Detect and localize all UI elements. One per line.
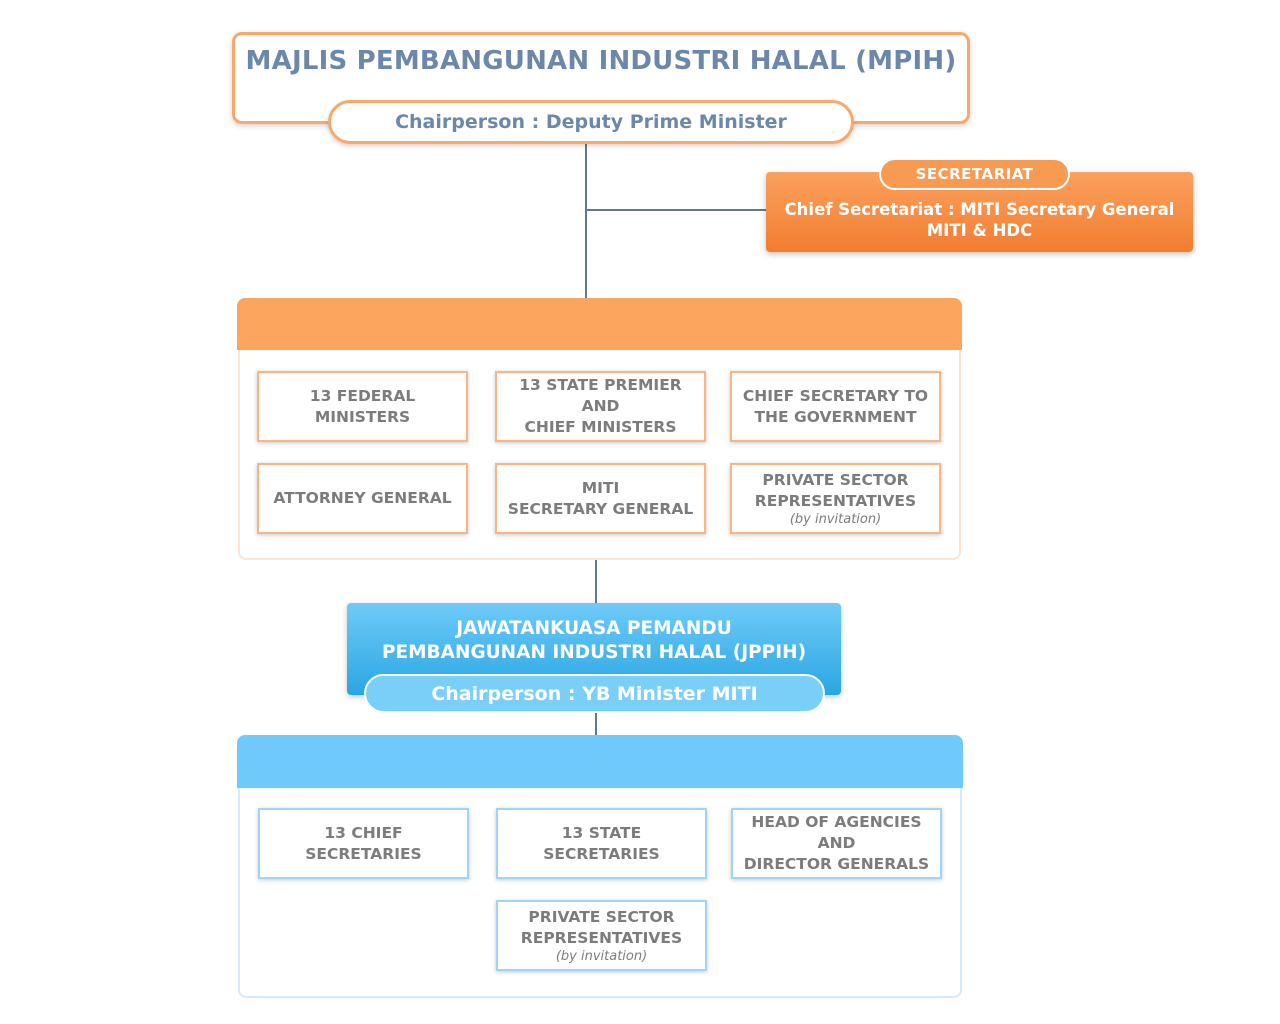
- committee-chairperson-pill: Chairperson : YB Minister MITI: [364, 674, 825, 713]
- invitation-note: (by invitation): [555, 949, 648, 964]
- invitation-note: (by invitation): [789, 512, 882, 527]
- council-member-card: MITI SECRETARY GENERAL: [495, 463, 706, 534]
- council-member-card: PRIVATE SECTOR REPRESENTATIVES (by invit…: [730, 463, 941, 534]
- committee-title-line1: JAWATANKUASA PEMANDU: [456, 618, 732, 639]
- connector-committee-to-panel: [595, 713, 597, 736]
- secretariat-line2: MITI & HDC: [926, 221, 1033, 240]
- secretariat-line1: Chief Secretariat : MITI Secretary Gener…: [784, 200, 1175, 219]
- committee-member-card: 13 CHIEF SECRETARIES: [258, 808, 469, 879]
- connector-panel-to-committee: [595, 560, 597, 603]
- committee-member-card: HEAD OF AGENCIES AND DIRECTOR GENERALS: [731, 808, 942, 879]
- connector-council-vertical: [585, 144, 587, 299]
- council-member-card: CHIEF SECRETARY TO THE GOVERNMENT: [730, 371, 941, 442]
- council-member-card: 13 FEDERAL MINISTERS: [257, 371, 468, 442]
- council-title: MAJLIS PEMBANGUNAN INDUSTRI HALAL (MPIH): [245, 46, 957, 76]
- committee-title-line2: PEMBANGUNAN INDUSTRI HALAL (JPPIH): [381, 642, 807, 663]
- committee-member-card: PRIVATE SECTOR REPRESENTATIVES (by invit…: [496, 900, 707, 971]
- connector-secretariat-horizontal: [586, 209, 766, 211]
- secretariat-label: SECRETARIAT: [879, 158, 1070, 190]
- council-member-card: ATTORNEY GENERAL: [257, 463, 468, 534]
- council-member-card: 13 STATE PREMIER AND CHIEF MINISTERS: [495, 371, 706, 442]
- committee-members-header-band: [237, 735, 963, 788]
- committee-member-card: 13 STATE SECRETARIES: [496, 808, 707, 879]
- council-chairperson-pill: Chairperson : Deputy Prime Minister: [328, 100, 854, 144]
- council-members-header-band: [237, 298, 962, 350]
